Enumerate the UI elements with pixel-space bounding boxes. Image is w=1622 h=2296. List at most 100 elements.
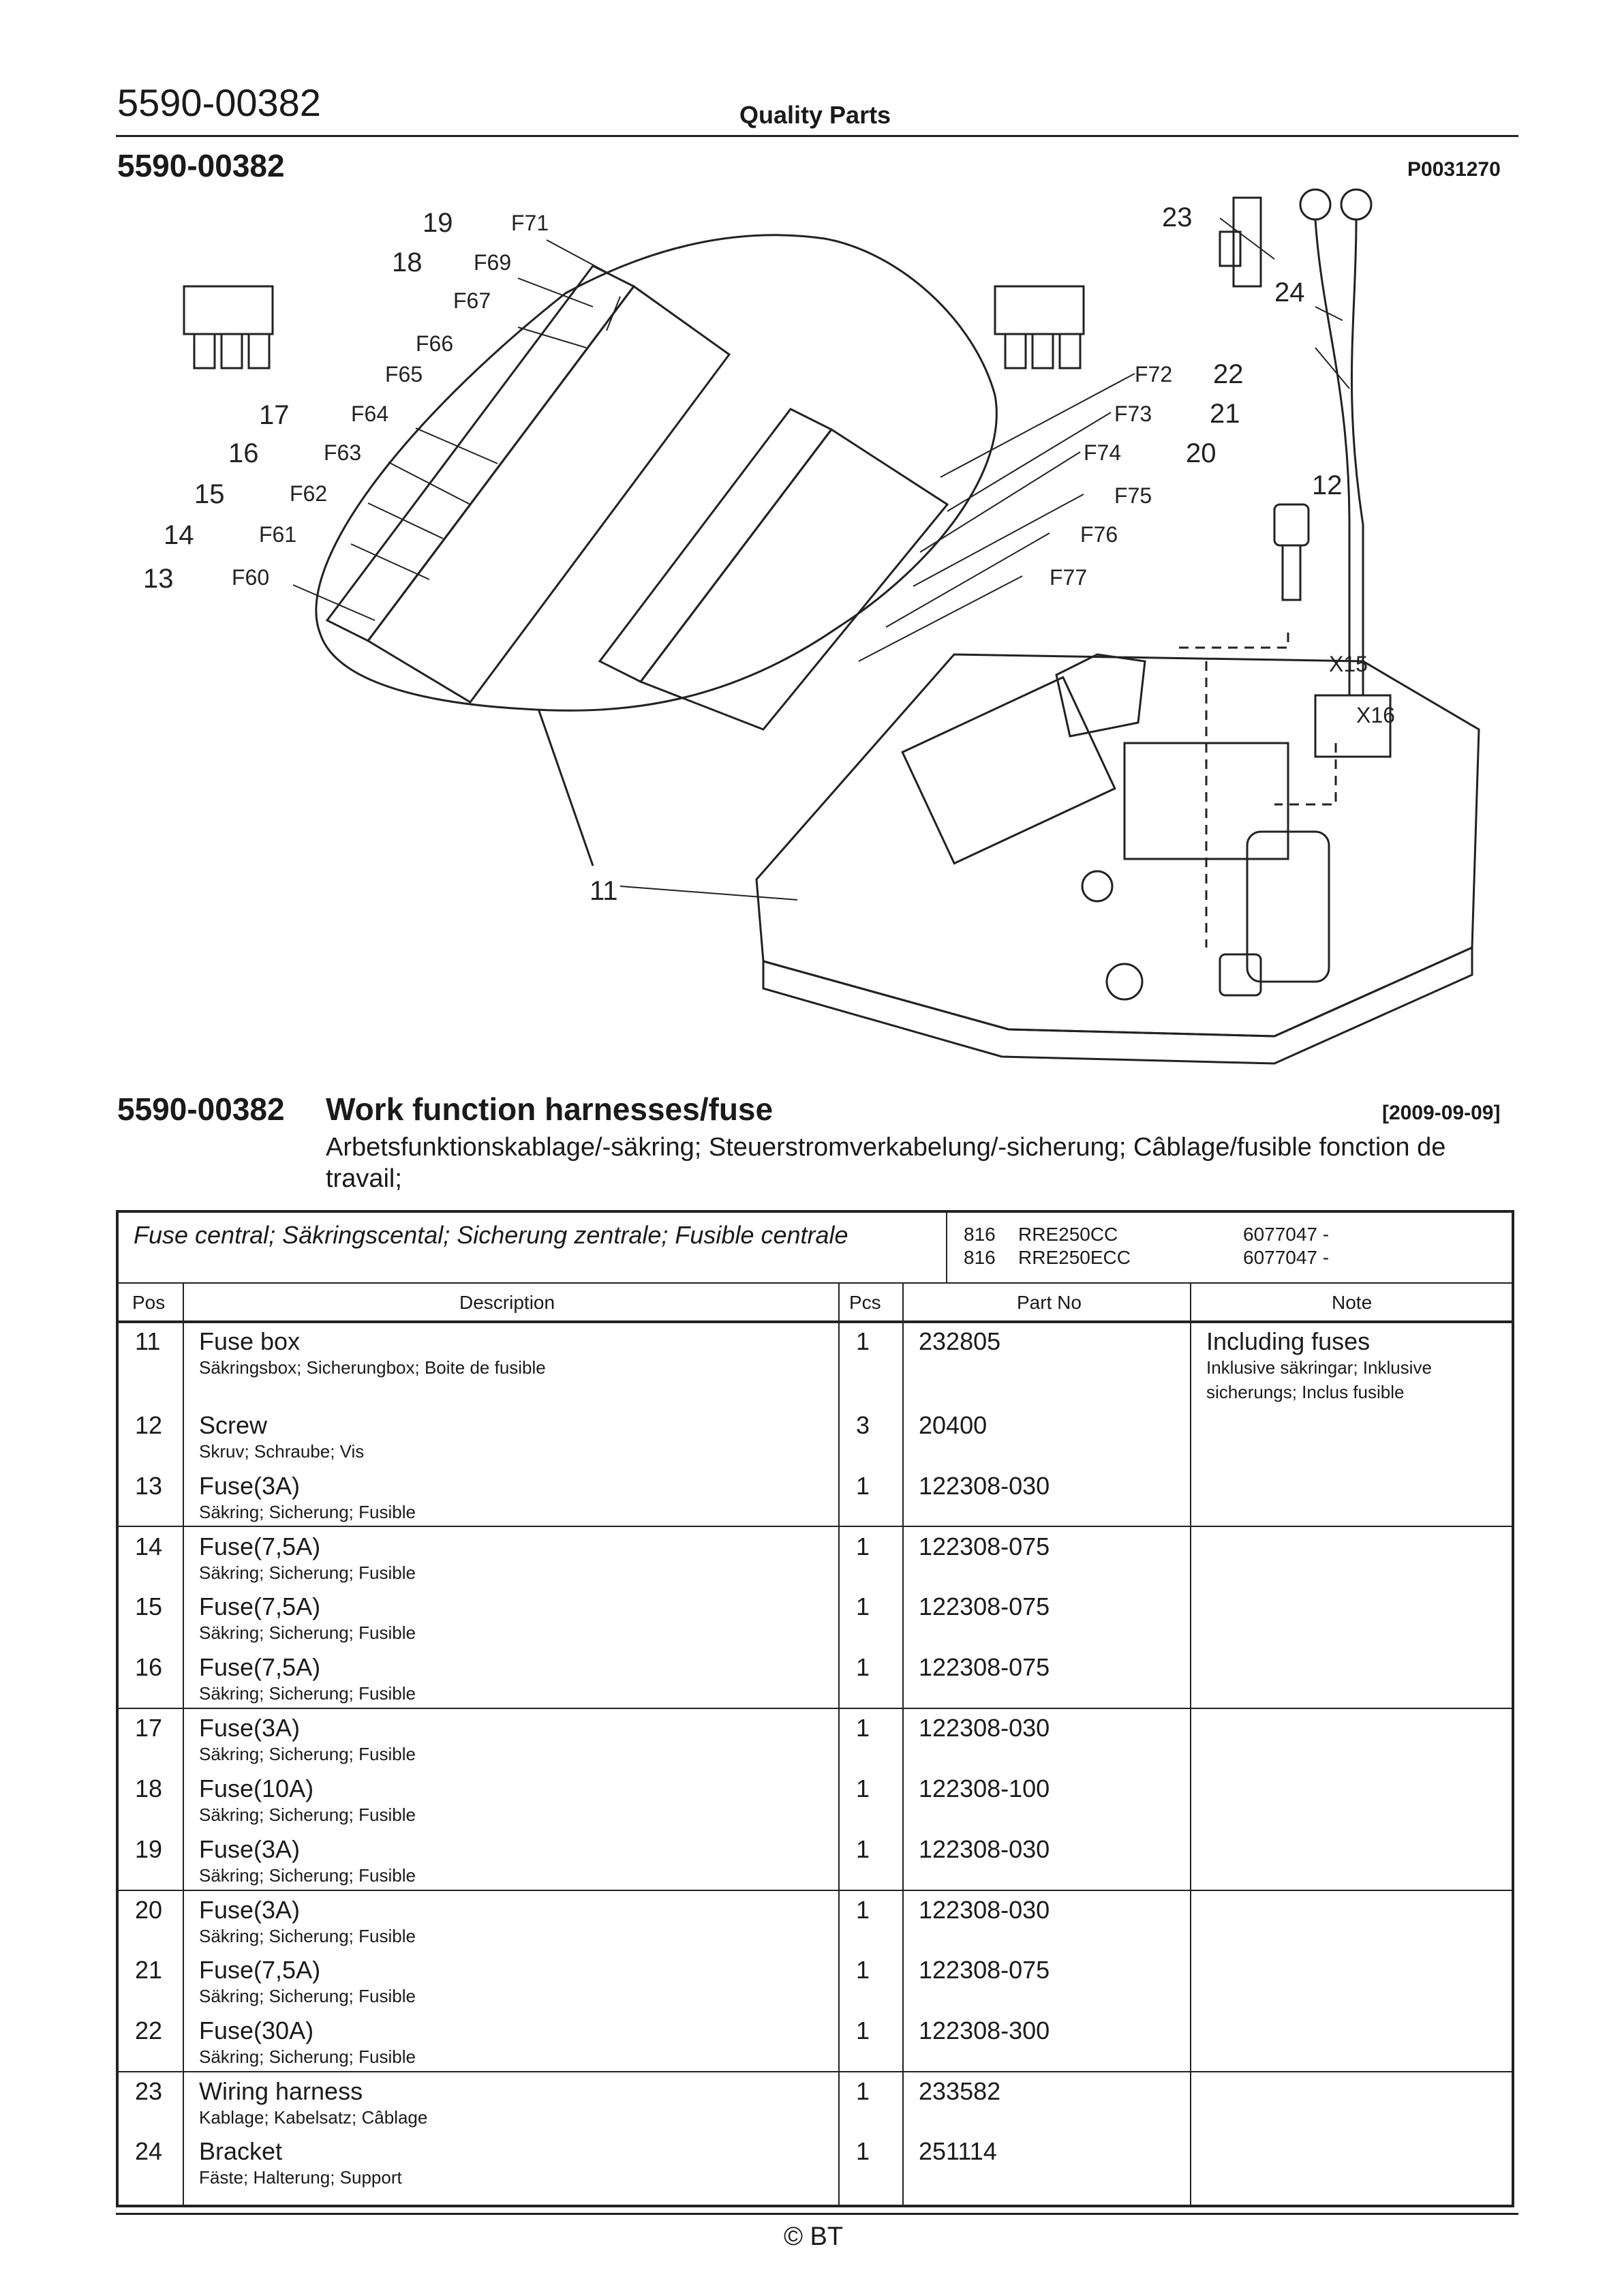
callout-pos-24: 24 xyxy=(1274,277,1305,307)
callout-pos-18: 18 xyxy=(392,247,423,277)
row-description: Fuse(7,5A) xyxy=(199,1653,321,1681)
document-number: 5590-00382 xyxy=(117,81,321,124)
row-description-translations: Säkring; Sicherung; Fusible xyxy=(199,1926,416,1946)
column-header-note: Note xyxy=(1332,1292,1373,1313)
callout-fuse-f67: F67 xyxy=(453,288,491,313)
row-note-translation: Inklusive säkringar; Inklusive xyxy=(1206,1357,1432,1378)
row-description-translations: Säkring; Sicherung; Fusible xyxy=(199,1683,416,1704)
row-pos: 13 xyxy=(135,1472,163,1500)
loose-fuse-left xyxy=(183,285,274,369)
connector-label-x16: X16 xyxy=(1356,703,1395,727)
row-description: Screw xyxy=(199,1411,268,1439)
callout-fuse-f76: F76 xyxy=(1080,522,1118,547)
exploded-diagram: 19 F71 18 F69 F67 F66 F65 17 F64 16 F63 … xyxy=(143,188,1480,1065)
row-pos: 19 xyxy=(135,1835,163,1863)
callout-fuse-f60: F60 xyxy=(232,565,269,590)
row-pcs: 1 xyxy=(856,1532,870,1560)
drawing-id: P0031270 xyxy=(1407,158,1501,181)
row-description: Fuse(7,5A) xyxy=(199,1956,321,1984)
row-description: Bracket xyxy=(199,2137,283,2165)
right-fuse-strip xyxy=(598,408,949,731)
applicability-model: RRE250ECC xyxy=(1018,1247,1131,1268)
row-pos: 24 xyxy=(135,2137,163,2165)
row-part-no: 122308-030 xyxy=(919,1835,1050,1863)
row-part-no: 122308-100 xyxy=(919,1774,1050,1802)
callout-pos-14: 14 xyxy=(164,520,194,550)
brand-title: Quality Parts xyxy=(739,101,891,129)
callout-pos-11: 11 xyxy=(590,876,618,906)
title-text: Work function harnesses/fuse xyxy=(326,1091,774,1127)
connector-label-x15: X15 xyxy=(1329,652,1368,676)
callout-pos-13: 13 xyxy=(143,564,174,594)
row-pos: 16 xyxy=(135,1653,163,1681)
row-description-translations: Säkring; Sicherung; Fusible xyxy=(199,1744,416,1764)
row-description-translations: Säkring; Sicherung; Fusible xyxy=(199,1502,416,1522)
row-description-translations: Säkringsbox; Sicherungbox; Boite de fusi… xyxy=(199,1357,546,1378)
row-pos: 14 xyxy=(135,1532,163,1560)
row-description: Wiring harness xyxy=(199,2077,363,2105)
callout-pos-19: 19 xyxy=(423,208,453,238)
row-pos: 12 xyxy=(135,1411,163,1439)
callout-fuse-f69: F69 xyxy=(474,250,511,275)
row-description-translations: Säkring; Sicherung; Fusible xyxy=(199,1865,416,1886)
row-part-no: 232805 xyxy=(919,1327,1001,1355)
row-description-translations: Säkring; Sicherung; Fusible xyxy=(199,1986,416,2006)
wiring-harness-part xyxy=(1299,188,1392,758)
row-pos: 11 xyxy=(135,1327,161,1355)
callout-fuse-f62: F62 xyxy=(290,481,327,506)
fuse-box-body xyxy=(755,653,1480,1065)
callout-fuse-f77: F77 xyxy=(1050,565,1087,590)
copyright-footer: © BT xyxy=(784,2222,844,2251)
row-pcs: 1 xyxy=(856,1956,870,1984)
row-part-no: 122308-075 xyxy=(919,1956,1050,1984)
callout-fuse-f64: F64 xyxy=(351,402,388,426)
row-description-translations: Säkring; Sicherung; Fusible xyxy=(199,1622,416,1643)
callout-pos-16: 16 xyxy=(228,438,259,468)
column-header-pos: Pos xyxy=(132,1292,166,1313)
row-part-no: 122308-300 xyxy=(919,2016,1050,2044)
applicability-code: 816 xyxy=(964,1224,996,1245)
title-date: [2009-09-09] xyxy=(1382,1102,1501,1124)
footer-divider xyxy=(116,2213,1518,2215)
row-description: Fuse box xyxy=(199,1327,301,1355)
row-description: Fuse(3A) xyxy=(199,1835,301,1863)
row-description-translations: Säkring; Sicherung; Fusible xyxy=(199,1804,416,1825)
applicability-serial: 6077047 - xyxy=(1243,1224,1330,1245)
row-part-no: 233582 xyxy=(919,2077,1001,2105)
row-description: Fuse(3A) xyxy=(199,1896,301,1924)
callout-fuse-f72: F72 xyxy=(1135,362,1172,387)
section-code: 5590-00382 xyxy=(117,148,285,183)
row-pos: 20 xyxy=(135,1896,163,1924)
applicability-model: RRE250CC xyxy=(1018,1224,1118,1245)
row-pcs: 1 xyxy=(856,1327,870,1355)
row-description: Fuse(30A) xyxy=(199,2016,314,2044)
callout-pos-17: 17 xyxy=(259,400,290,430)
magnified-view-outline xyxy=(315,234,998,712)
row-pcs: 1 xyxy=(856,1774,870,1802)
row-pcs: 3 xyxy=(856,1411,870,1439)
row-part-no: 122308-030 xyxy=(919,1896,1050,1924)
bracket-part xyxy=(1219,196,1262,288)
row-pcs: 1 xyxy=(856,1835,870,1863)
row-part-no: 122308-075 xyxy=(919,1532,1050,1560)
callout-pos-22: 22 xyxy=(1213,359,1244,389)
row-pos: 21 xyxy=(135,1956,163,1984)
row-pos: 23 xyxy=(135,2077,163,2105)
row-pcs: 1 xyxy=(856,1472,870,1500)
row-pcs: 1 xyxy=(856,1653,870,1681)
row-description-translations: Säkring; Sicherung; Fusible xyxy=(199,1562,416,1583)
applicability-serial: 6077047 - xyxy=(1243,1247,1330,1268)
row-description: Fuse(7,5A) xyxy=(199,1532,321,1560)
column-header-part-no: Part No xyxy=(1017,1292,1082,1313)
loose-fuse-right xyxy=(994,285,1085,369)
row-pos: 17 xyxy=(135,1714,163,1742)
row-note: Including fuses xyxy=(1206,1327,1371,1355)
row-pcs: 1 xyxy=(856,1714,870,1742)
row-part-no: 122308-030 xyxy=(919,1472,1050,1500)
row-part-no: 251114 xyxy=(919,2137,997,2165)
row-part-no: 122308-030 xyxy=(919,1714,1050,1742)
callout-fuse-f63: F63 xyxy=(324,440,361,465)
row-pos: 15 xyxy=(135,1592,163,1620)
screw-part xyxy=(1273,503,1310,601)
column-header-pcs: Pcs xyxy=(849,1292,881,1313)
